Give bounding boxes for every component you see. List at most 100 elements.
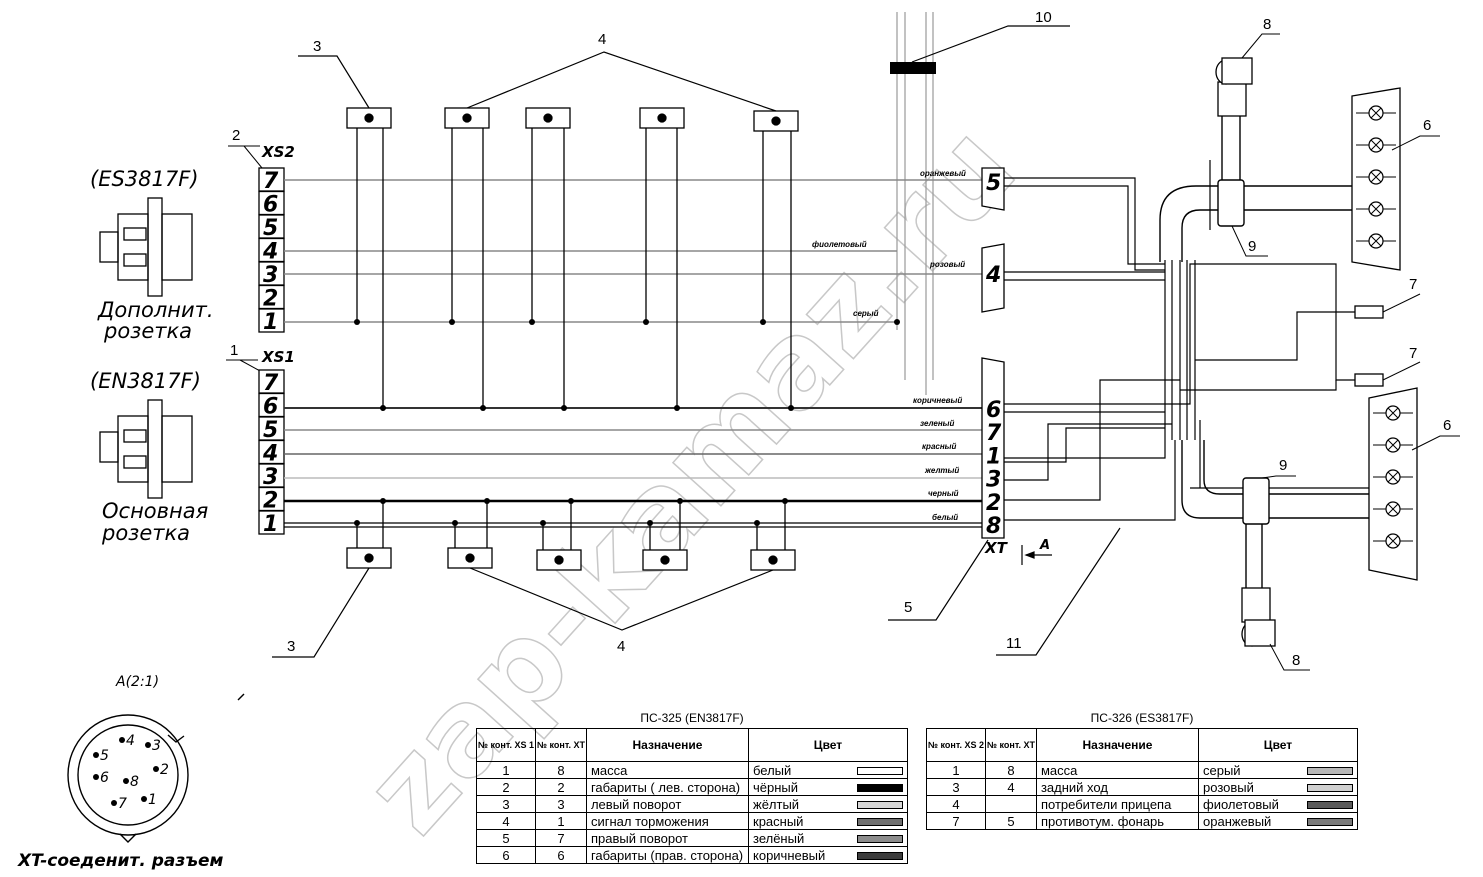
cell-xt: 8 [534,761,587,779]
callout-3-bottom: 3 [287,638,295,655]
cell-xs: 3 [476,795,536,813]
cell-xs: 6 [476,846,536,864]
wire-label-gray: серый [853,309,879,318]
callout-5: 5 [904,599,912,616]
conduit [1159,116,1369,590]
color-swatch [857,784,903,793]
color-name: розовый [1203,779,1254,795]
cell-purpose: потребители прицепа [1035,795,1200,813]
cell-purpose: задний ход [1035,778,1200,796]
cell-xs: 4 [476,812,536,830]
cell-xt: 4 [984,778,1037,796]
xt-pin-number: 4 [126,733,135,749]
aux-socket-name-1: Дополнит. [97,298,214,322]
wire-labels: оранжевый фиолетовый розовый серый корич… [812,169,966,522]
cell-color: серый [1198,761,1358,779]
color-swatch [1307,818,1353,827]
wire-label-yellow: желтый [924,466,959,475]
cell-xt: 7 [534,829,587,847]
top-callouts [298,51,777,112]
right-harness [1004,160,1369,521]
main-wires [284,407,982,528]
cell-color: чёрный [748,778,908,796]
cell-color: жёлтый [748,795,908,813]
aux-pin-box [258,308,285,333]
aux-wires [284,179,982,323]
cell-xs: 1 [926,761,986,779]
fuses [1354,305,1384,387]
main-pin-label: 5 [263,418,278,443]
section-arrow [1021,545,1052,565]
wire-label-violet: фиолетовый [812,240,867,249]
aux-pin-label: 4 [262,240,278,265]
table-326-header-xs: № конт. XS 2 [926,728,986,762]
callout-7-bottom: 7 [1409,345,1417,362]
xt-pin-number: 1 [148,792,157,808]
main-pin-label: 3 [263,465,278,490]
xt-connector-top [981,167,1005,313]
aux-socket-icon [99,197,193,297]
cell-purpose: левый поворот [585,795,750,813]
wire-label-white: белый [932,513,958,522]
wire-label-red: красный [922,442,957,451]
cell-color: коричневый [748,846,908,864]
xt-bottom-pin-label: 7 [986,421,1002,446]
cell-xs: 4 [926,795,986,813]
main-socket-id: XS1 [261,348,295,366]
color-swatch [1307,801,1353,810]
xt-bottom-pin-label: 2 [986,491,1001,516]
xt-label: XT [984,539,1009,557]
xt-top-pin-label: 4 [985,263,1001,288]
table-325-header-purpose: Назначение [585,728,750,762]
cell-color: оранжевый [1198,812,1358,830]
color-name: коричневый [753,847,826,863]
cell-xs: 3 [926,778,986,796]
cell-xt: 6 [534,846,587,864]
main-pin-label: 7 [263,371,279,396]
cell-xt [984,795,1037,813]
table-325: № конт. XS 1 № конт. XT Назначение Цвет … [476,728,908,864]
junction-dots [354,319,900,526]
backup-lamps [1215,57,1276,647]
color-name: серый [1203,762,1241,778]
xt-caption: XT-соеденит. разъем [17,851,224,871]
bottom-callouts [272,567,774,658]
cell-xs: 7 [926,812,986,830]
cell-purpose: габариты (прав. сторона) [585,846,750,864]
main-socket-name-2: розетка [101,521,190,545]
table-325-caption: ПС-325 (EN3817F) [640,711,744,725]
cell-purpose: масса [585,761,750,779]
wire-label-brown: коричневый [913,396,962,405]
table-325-header-xt: № конт. XT [534,728,587,762]
callout-4-bottom: 4 [617,638,625,655]
xt-pin-contact [153,766,159,772]
xt-pin-contact [123,778,129,784]
table-326-header-purpose: Назначение [1035,728,1200,762]
aux-pin-label: 3 [263,263,278,288]
color-name: жёлтый [753,796,800,812]
wire-label-orange: оранжевый [920,169,966,178]
bulb-filament [1387,407,1399,419]
callout-10: 10 [1035,9,1052,26]
wire-label-pink: розовый [929,260,965,269]
main-pin-label: 6 [263,395,278,420]
xt-round-connector [67,693,245,843]
xt-pin-contact [119,737,125,743]
cell-color: красный [748,812,908,830]
xt-pin-number: 6 [100,770,109,786]
color-name: чёрный [753,779,799,795]
color-name: зелёный [753,830,805,846]
xt-pin-number: 8 [130,774,139,790]
cell-color: зелёный [748,829,908,847]
color-name: фиолетовый [1203,796,1279,812]
callout-9-top: 9 [1248,238,1256,255]
cell-xt: 5 [984,812,1037,830]
